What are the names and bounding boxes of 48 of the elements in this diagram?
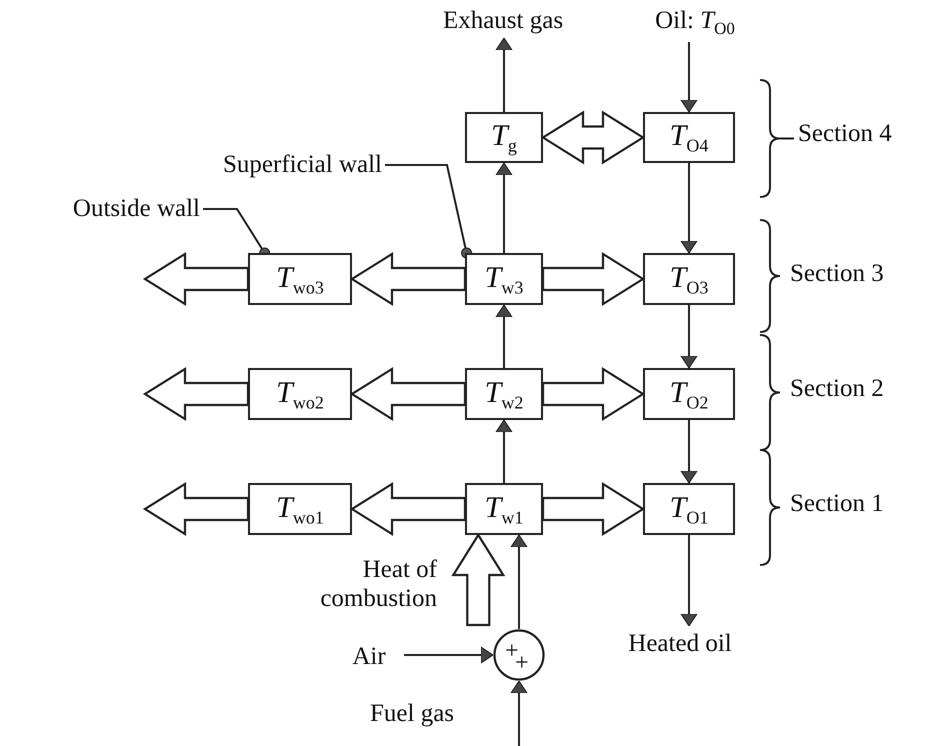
flow-label: Heated oil: [605, 626, 755, 662]
arrow: [496, 38, 512, 112]
arrow: [496, 420, 512, 483]
flow-label: Air: [340, 640, 398, 674]
arrow: [680, 535, 698, 626]
callout-label: Outside wall: [8, 192, 200, 226]
temperature-box: T$_{w2}$: [465, 368, 543, 420]
flow-label: Heat of combustion: [300, 545, 437, 625]
heat-flow-arrow: [144, 482, 250, 536]
heat-flow-arrow: [350, 482, 466, 536]
temperature-box: T$_{O4}$: [643, 112, 735, 163]
section-label: Section 4: [798, 120, 892, 148]
section-label: Section 2: [790, 375, 884, 403]
arrow: [496, 304, 512, 368]
temperature-box: T$_{wo1}$: [248, 483, 352, 535]
arrow: [680, 42, 698, 112]
arrow: [680, 420, 698, 484]
temperature-box: T$_{O2}$: [643, 368, 735, 420]
temperature-box: T$_{g}$: [465, 112, 543, 163]
temperature-box: T$_{wo3}$: [248, 253, 352, 305]
flow-label: Fuel gas: [370, 700, 454, 728]
heat-flow-arrow: [540, 110, 644, 164]
heat-flow-arrow: [350, 367, 466, 421]
heat-flow-arrow: [144, 252, 250, 306]
plus-sign: +: [515, 651, 529, 675]
leader-line: [385, 164, 472, 258]
temperature-box: T$_{O3}$: [643, 253, 735, 305]
heat-flow-arrow: [542, 252, 644, 306]
arrow: [510, 534, 528, 629]
arrow: [404, 646, 494, 664]
flow-label: Exhaust gas: [428, 4, 578, 38]
flow-label: Oil: T$_{O0}$: [622, 4, 768, 42]
heat-flow-arrow: [542, 482, 644, 536]
callout-label: Superficial wall: [150, 148, 382, 182]
temperature-box: T$_{wo2}$: [248, 368, 352, 420]
heat-flow-arrow: [144, 367, 250, 421]
arrow: [680, 305, 698, 368]
heat-flow-arrow: [350, 252, 466, 306]
section-label: Section 3: [790, 260, 884, 288]
heat-flow-arrow: [542, 367, 644, 421]
arrow: [680, 163, 698, 254]
temperature-box: T$_{w1}$: [465, 483, 543, 535]
temperature-box: T$_{O1}$: [643, 483, 735, 535]
temperature-box: T$_{w3}$: [465, 253, 543, 305]
arrow: [496, 162, 512, 253]
arrow: [510, 680, 528, 746]
section-label: Section 1: [790, 490, 884, 518]
heat-flow-arrow: [451, 534, 506, 626]
